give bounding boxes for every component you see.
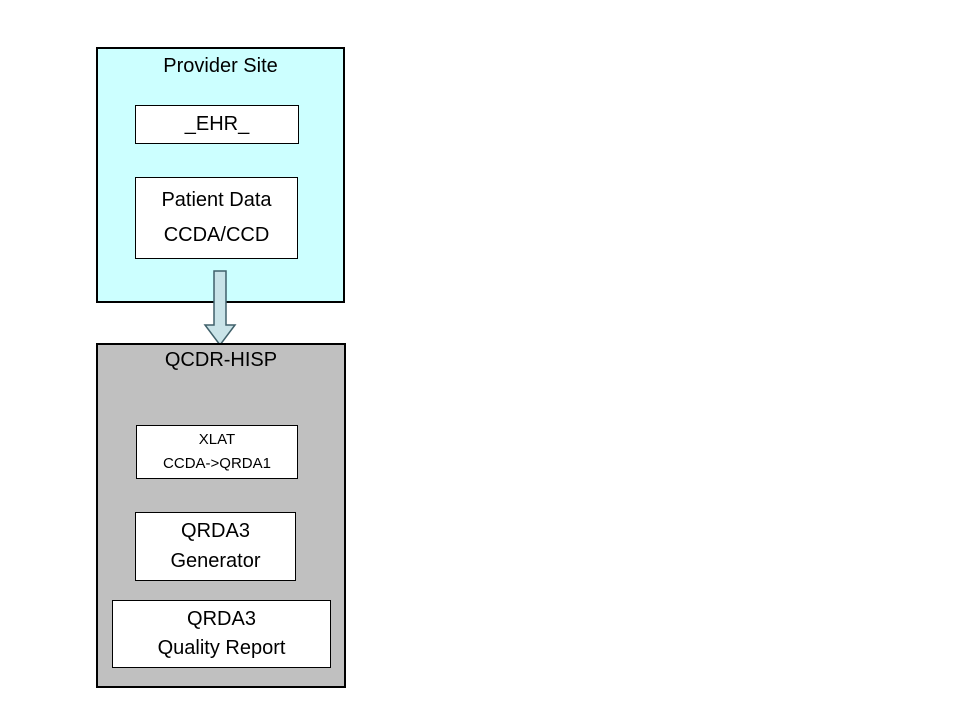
- xlat-line2: CCDA->QRDA1: [163, 454, 271, 472]
- qcdr-hisp-box: QCDR-HISP XLAT CCDA->QRDA1 QRDA3 Generat…: [96, 343, 346, 688]
- provider-site-box: Provider Site _EHR_ Patient Data CCDA/CC…: [96, 47, 345, 303]
- xlat-line1: XLAT: [198, 431, 236, 449]
- ehr-label: _EHR_: [184, 113, 250, 135]
- qrda3-quality-report-box: QRDA3 Quality Report: [112, 600, 331, 668]
- patient-data-line2: CCDA/CCD: [163, 223, 270, 246]
- qrda3-quality-report-line2: Quality Report: [157, 637, 286, 660]
- qrda3-quality-report-line1: QRDA3: [187, 607, 256, 630]
- patient-data-line1: Patient Data: [161, 189, 272, 212]
- qrda3-generator-line2: Generator: [170, 550, 261, 572]
- qrda3-generator-line1: QRDA3: [181, 520, 250, 542]
- qcdr-hisp-title: QCDR-HISP: [164, 349, 278, 371]
- qrda3-generator-box: QRDA3 Generator: [135, 512, 296, 581]
- xlat-box: XLAT CCDA->QRDA1: [136, 425, 298, 479]
- ehr-box: _EHR_: [135, 105, 299, 144]
- flow-arrow-down-icon: [203, 270, 237, 347]
- patient-data-box: Patient Data CCDA/CCD: [135, 177, 298, 259]
- provider-site-title: Provider Site: [163, 55, 278, 77]
